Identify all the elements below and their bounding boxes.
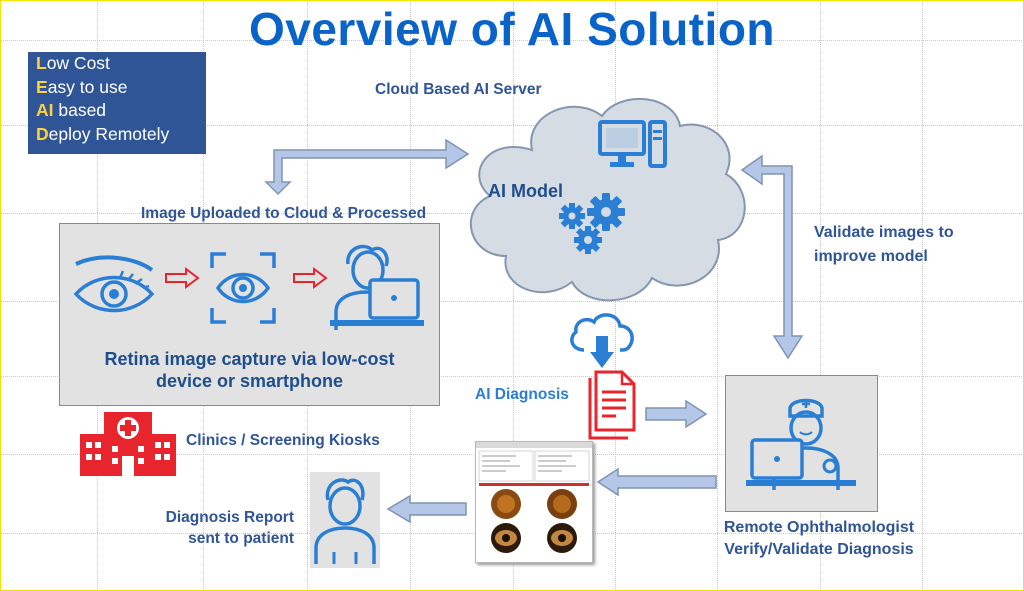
report-document-icon (588, 370, 636, 440)
eye-icon (73, 255, 155, 313)
grid-line (0, 125, 1024, 126)
arrow-to-report (596, 467, 717, 497)
arrow-to-doctor (645, 399, 708, 429)
grid-line (717, 0, 718, 591)
computer-icon (598, 120, 667, 168)
report-label: Diagnosis Report sent to patient (165, 509, 294, 547)
slide-title: Overview of AI Solution (248, 3, 776, 55)
arrow-to-patient (386, 494, 467, 524)
feature-item: Easy to use (36, 76, 128, 97)
diagnosis-report-image (475, 441, 593, 563)
report-preview (476, 442, 592, 553)
ophthalmologist-label: Remote Ophthalmologist Verify/Validate D… (723, 519, 915, 558)
features-box: Low Cost Easy to use AI based Deploy Rem… (28, 52, 206, 154)
capture-panel: Retina image capture via low-cost device… (59, 223, 440, 406)
grid-line (0, 40, 1024, 41)
grid-line (513, 0, 514, 591)
feature-item: Low Cost (36, 53, 110, 73)
feature-item: AI based (36, 100, 107, 120)
ophthalmologist-panel (725, 375, 878, 512)
validate-arrow (740, 154, 804, 360)
cloud-download-icon (570, 313, 634, 368)
ai-model-label: AI Model (488, 181, 563, 201)
feature-item: Deploy Remotely (36, 123, 170, 144)
hospital-icon (80, 412, 176, 476)
eye-scan-icon (210, 252, 276, 324)
doctor-icon (746, 398, 856, 490)
grid-line (0, 376, 1024, 377)
capture-caption: Retina image capture via low-cost device… (104, 349, 395, 391)
grid-line (0, 301, 1024, 302)
right-arrow-icon (293, 267, 328, 289)
gears-icon (559, 193, 625, 254)
grid-line (820, 0, 821, 591)
upload-arrow (264, 138, 470, 196)
clinics-label: Clinics / Screening Kiosks (186, 432, 380, 449)
cloud-server-label: Cloud Based AI Server (375, 81, 542, 98)
patient-icon (310, 472, 380, 568)
validate-label: Validate images to improve model (814, 224, 954, 265)
right-arrow-icon (165, 267, 200, 289)
user-computer-icon (330, 244, 424, 330)
grid-line (922, 0, 923, 591)
ai-diagnosis-label: AI Diagnosis (475, 386, 569, 403)
upload-label: Image Uploaded to Cloud & Processed (141, 205, 427, 222)
